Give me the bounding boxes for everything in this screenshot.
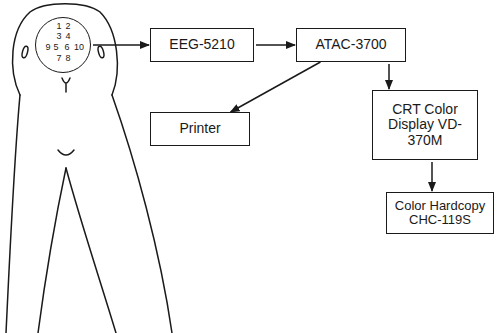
electrode-number: 2 [65,22,70,31]
box-label: Printer [179,121,220,136]
output-box: Color Hardcopy CHC-119S [386,192,494,234]
display-box: CRT Color Display VD-370M [372,90,478,160]
right-eye [97,46,105,59]
electrode-number: 10 [74,43,84,52]
body-left-outer [6,95,20,333]
body-inner-left [38,168,66,333]
electrode-number: 8 [65,54,70,63]
box-label: CRT Color Display VD-370M [378,102,472,148]
signal-arrow [431,162,433,191]
head-outline [13,4,118,95]
output-box: Printer [150,112,250,146]
signal-arrow [256,44,295,46]
box-label: ATAC-3700 [315,37,386,52]
electrode-number: 1 [56,22,61,31]
box-label: Color Hardcopy CHC-119S [392,199,488,228]
signal-arrow [231,62,321,112]
process-box: ATAC-3700 [296,28,406,62]
electrode-number: 3 [56,32,61,41]
nose-mark [62,78,70,92]
signal-arrow [93,44,149,46]
electrode-array: 1234 956 10 78 [35,17,91,73]
electrode-number: 7 [56,54,61,63]
body-inner-right [66,168,116,333]
electrode-number: 4 [65,32,70,41]
signal-arrow [388,64,390,89]
process-box: EEG-5210 [150,28,254,62]
electrode-number: 5 [53,43,58,52]
box-label: EEG-5210 [169,37,234,52]
body-crotch [58,150,74,155]
electrode-number: 6 [64,43,69,52]
electrode-number: 9 [45,43,50,52]
left-eye [21,46,29,59]
